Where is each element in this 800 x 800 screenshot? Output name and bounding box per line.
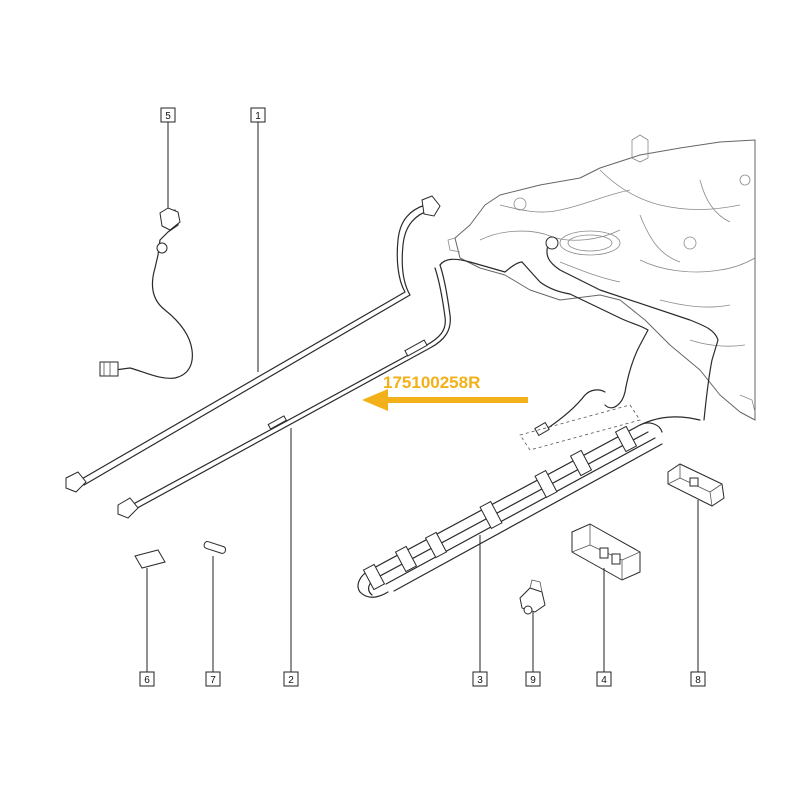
tank-fuel-lines: [439, 236, 719, 437]
leader-lines: [146, 120, 699, 672]
callout-5-label: 5: [165, 111, 171, 122]
callout-7-label: 7: [210, 675, 216, 686]
callout-3-label: 3: [477, 675, 483, 686]
callout-6[interactable]: 6: [139, 671, 155, 687]
callout-4-label: 4: [601, 675, 607, 686]
part-2-fuel-line: [117, 264, 451, 519]
part-8-connector-clip: [667, 463, 725, 507]
part-6-label: [134, 549, 166, 569]
callout-9-label: 9: [530, 675, 536, 686]
reference-indicator: 175100258R: [362, 373, 528, 411]
callout-2[interactable]: 2: [283, 671, 299, 687]
part-5-sensor-harness: [99, 207, 193, 379]
part-1-fuel-line: [65, 195, 441, 493]
callout-4[interactable]: 4: [596, 671, 612, 687]
callout-7[interactable]: 7: [205, 671, 221, 687]
callout-9[interactable]: 9: [525, 671, 541, 687]
callout-5[interactable]: 5: [160, 107, 176, 123]
part-9-small-connector: [519, 579, 546, 615]
callout-1[interactable]: 1: [250, 107, 266, 123]
part-7-sleeve: [203, 541, 227, 554]
callout-8[interactable]: 8: [690, 671, 706, 687]
part-4-clip-bracket: [571, 523, 641, 581]
part-3-line-bundle: [357, 404, 663, 598]
callout-8-label: 8: [695, 675, 701, 686]
reference-arrow-icon: [362, 389, 388, 411]
callout-6-label: 6: [144, 675, 150, 686]
callout-3[interactable]: 3: [472, 671, 488, 687]
fuel-tank-illustration: [447, 134, 756, 421]
callout-2-label: 2: [288, 675, 294, 686]
callout-1-label: 1: [255, 111, 261, 122]
reference-part-number[interactable]: 175100258R: [383, 373, 480, 392]
